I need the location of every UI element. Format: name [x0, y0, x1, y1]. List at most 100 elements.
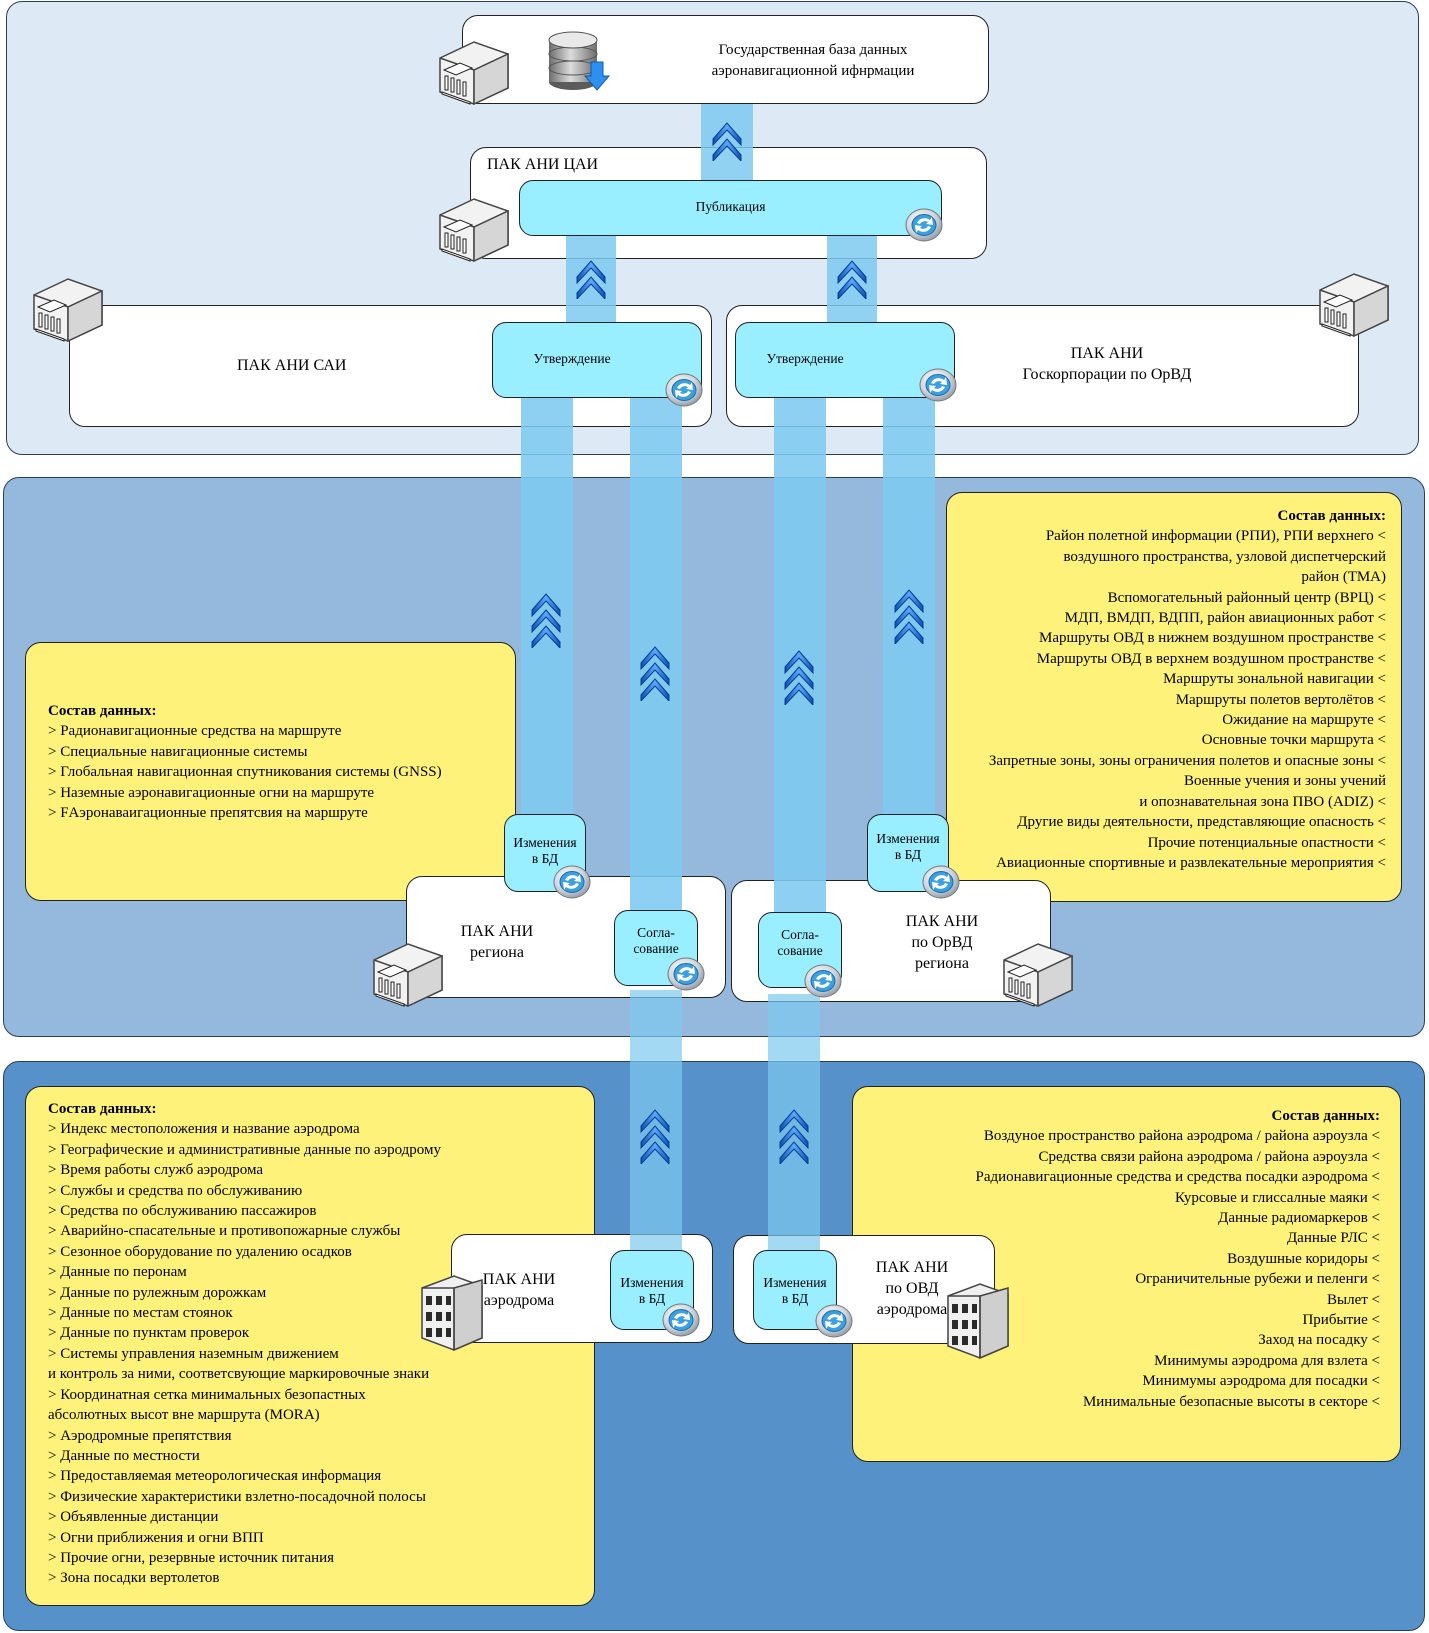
list-item: Курсовые и глиссалные маяки < — [1174, 1189, 1380, 1206]
aerodrome-db-changes-label: Изменения в БД — [620, 1275, 684, 1306]
building-icon — [996, 942, 1076, 1008]
sync-icon — [666, 953, 706, 993]
flow-stripe-orvd-1 — [774, 398, 826, 928]
state-database-title-line2: аэронавигационной ифнрмации — [711, 63, 915, 79]
list-item: > Специальные навигационные системы — [48, 743, 308, 760]
publication-label: Публикация — [695, 199, 766, 214]
region-orvd-title-line2: по ОрВД — [911, 934, 973, 951]
list-item: > Данные по пунктам проверок — [48, 1325, 250, 1342]
sync-icon — [803, 960, 843, 1000]
building-icon — [432, 40, 512, 106]
middle-left-note-list: > Радионавигационные средства на маршрут… — [48, 721, 515, 823]
list-item: Радионавигационные средства и средства п… — [975, 1169, 1380, 1186]
aerodrome-ovd-db-changes-label: Изменения в БД — [763, 1275, 827, 1306]
chevron-up-icon — [782, 645, 816, 705]
list-item: Другие виды деятельности, представляющие… — [1017, 814, 1386, 831]
list-item: Минимумы аэродрома для взлета < — [1154, 1352, 1380, 1369]
middle-left-data-note: Состав данных: > Радионавигационные сред… — [25, 642, 516, 901]
list-item: > Географические и административные данн… — [48, 1141, 442, 1158]
orvd-approval-label: Утверждение — [766, 351, 844, 366]
region-orvd-title-line3: региона — [915, 955, 969, 972]
list-item: Заход на посадку < — [1258, 1332, 1380, 1349]
publication-process[interactable]: Публикация — [519, 180, 942, 236]
list-item: > FАэронаваигационные препятсвия на марш… — [48, 805, 368, 822]
orvd-corp-title-line2: Госкорпорации по ОрВД — [1022, 366, 1192, 383]
list-item: абсолютных высот вне маршрута (MORA) — [48, 1407, 320, 1424]
list-item: Основные точки маршрута < — [1201, 732, 1386, 749]
database-icon — [548, 31, 611, 91]
region-title-line2: региона — [470, 944, 524, 961]
list-item: > Время работы служб аэродрома — [48, 1162, 264, 1179]
building-icon — [432, 197, 512, 263]
list-item: Вылет < — [1327, 1291, 1380, 1308]
cai-title: ПАК АНИ ЦАИ — [487, 156, 599, 173]
list-item: МДП, ВМДП, ВДПП, район авиационных работ… — [1064, 610, 1386, 627]
aerodrome-ovd-title-line2: по ОВД — [885, 1280, 939, 1297]
list-item: > Объявленные дистанции — [48, 1509, 219, 1526]
sai-approval-label: Утверждение — [533, 351, 611, 366]
aerodrome-title-line1: ПАК АНИ — [482, 1271, 556, 1288]
list-item: и опознавательная зона ПВО (ADIZ) < — [1139, 793, 1386, 810]
building-icon — [26, 277, 106, 343]
list-item: > Данные по местам стоянок — [48, 1305, 233, 1322]
list-item: Минимумы аэродрома для посадки < — [1142, 1373, 1380, 1390]
flow-stripe-sai-2 — [630, 398, 682, 924]
chevron-up-icon — [638, 1104, 672, 1164]
list-item: Минимальные безопасные высоты в секторе … — [1082, 1393, 1380, 1410]
orvd-corp-title-line1: ПАК АНИ — [1070, 345, 1144, 362]
middle-right-note-title: Состав данных: — [1277, 508, 1386, 524]
building-icon — [366, 942, 446, 1008]
list-item: Воздуное пространство района аэродрома /… — [983, 1128, 1380, 1145]
sync-icon — [921, 861, 961, 901]
list-item: Маршруты ОВД в верхнем воздушном простра… — [1036, 650, 1386, 667]
list-item: Средства связи района аэродрома / района… — [1038, 1148, 1380, 1165]
region-agreement-label: Согла- сование — [633, 925, 679, 956]
office-building-icon — [416, 1272, 486, 1352]
list-item: > Предоставляемая метеорологическая инфо… — [48, 1468, 382, 1485]
sync-icon — [918, 364, 958, 404]
orvd-approval-process[interactable]: Утверждение — [735, 322, 955, 398]
bottom-right-note-list: Воздуное пространство района аэродрома /… — [853, 1126, 1380, 1412]
chevron-up-icon — [777, 1104, 811, 1164]
list-item: район (ТМА) — [1301, 569, 1386, 586]
flow-stripe-aerodrome — [630, 990, 682, 1252]
list-item: > Аварийно-спасательные и противопожарны… — [48, 1223, 401, 1240]
state-database-title-line1: Государственная база данных — [718, 42, 908, 58]
bottom-left-note-list: > Индекс местоположения и название аэрод… — [48, 1119, 594, 1588]
state-database-box: Государственная база данных аэронавигаци… — [462, 15, 989, 104]
aerodrome-title-line2: аэродрома — [483, 1292, 555, 1309]
chevron-up-icon — [574, 255, 608, 299]
chevron-up-icon — [529, 588, 563, 648]
list-item: > Координатная сетка минимальных безопас… — [48, 1386, 366, 1403]
list-item: > Зона посадки вертолетов — [48, 1570, 220, 1587]
aerodrome-ovd-title-line1: ПАК АНИ — [875, 1259, 949, 1276]
list-item: > Системы управления наземным движением — [48, 1345, 339, 1362]
region-db-changes-label: Изменения в БД — [513, 835, 577, 866]
middle-right-data-note: Состав данных: Район полетной информации… — [946, 492, 1402, 902]
aerodrome-ovd-title-line3: аэродрома — [876, 1301, 948, 1318]
list-item: Район полетной информации (РПИ), РПИ вер… — [1045, 528, 1386, 545]
list-item: Вспомогательный районный центр (ВРЦ) < — [1107, 589, 1386, 606]
list-item: Маршруты полетов вертолётов < — [1175, 691, 1386, 708]
list-item: > Наземные аэронавигационные огни на мар… — [48, 784, 375, 801]
list-item: Прочие потенциальные опастности < — [1147, 834, 1386, 851]
list-item: Прибытие < — [1302, 1312, 1380, 1329]
flow-stripe-aerodrome-ovd — [768, 994, 820, 1252]
sync-icon — [814, 1300, 854, 1340]
list-item: и контроль за ними, соответсвующие марки… — [48, 1366, 430, 1383]
list-item: Маршруты ОВД в нижнем воздушном простран… — [1038, 630, 1386, 647]
list-item: > Индекс местоположения и название аэрод… — [48, 1121, 360, 1138]
list-item: > Данные по местности — [48, 1447, 200, 1464]
list-item: > Сезонное оборудование по удалению осад… — [48, 1243, 352, 1260]
sai-title: ПАК АНИ САИ — [237, 357, 347, 374]
sync-icon — [664, 369, 704, 409]
region-orvd-title-line1: ПАК АНИ — [905, 913, 979, 930]
list-item: Ограничительные рубежи и пеленги < — [1135, 1271, 1380, 1288]
aerodrome-ovd-db-changes-process[interactable]: Изменения в БД — [753, 1250, 837, 1330]
list-item: Авиационные спортивные и развлекательные… — [996, 854, 1386, 871]
list-item: Данные РЛС < — [1286, 1230, 1380, 1247]
region-title-line1: ПАК АНИ — [460, 923, 534, 940]
office-building-icon — [942, 1280, 1012, 1360]
bottom-right-note-title: Состав данных: — [1271, 1108, 1380, 1124]
chevron-up-icon — [892, 584, 926, 644]
